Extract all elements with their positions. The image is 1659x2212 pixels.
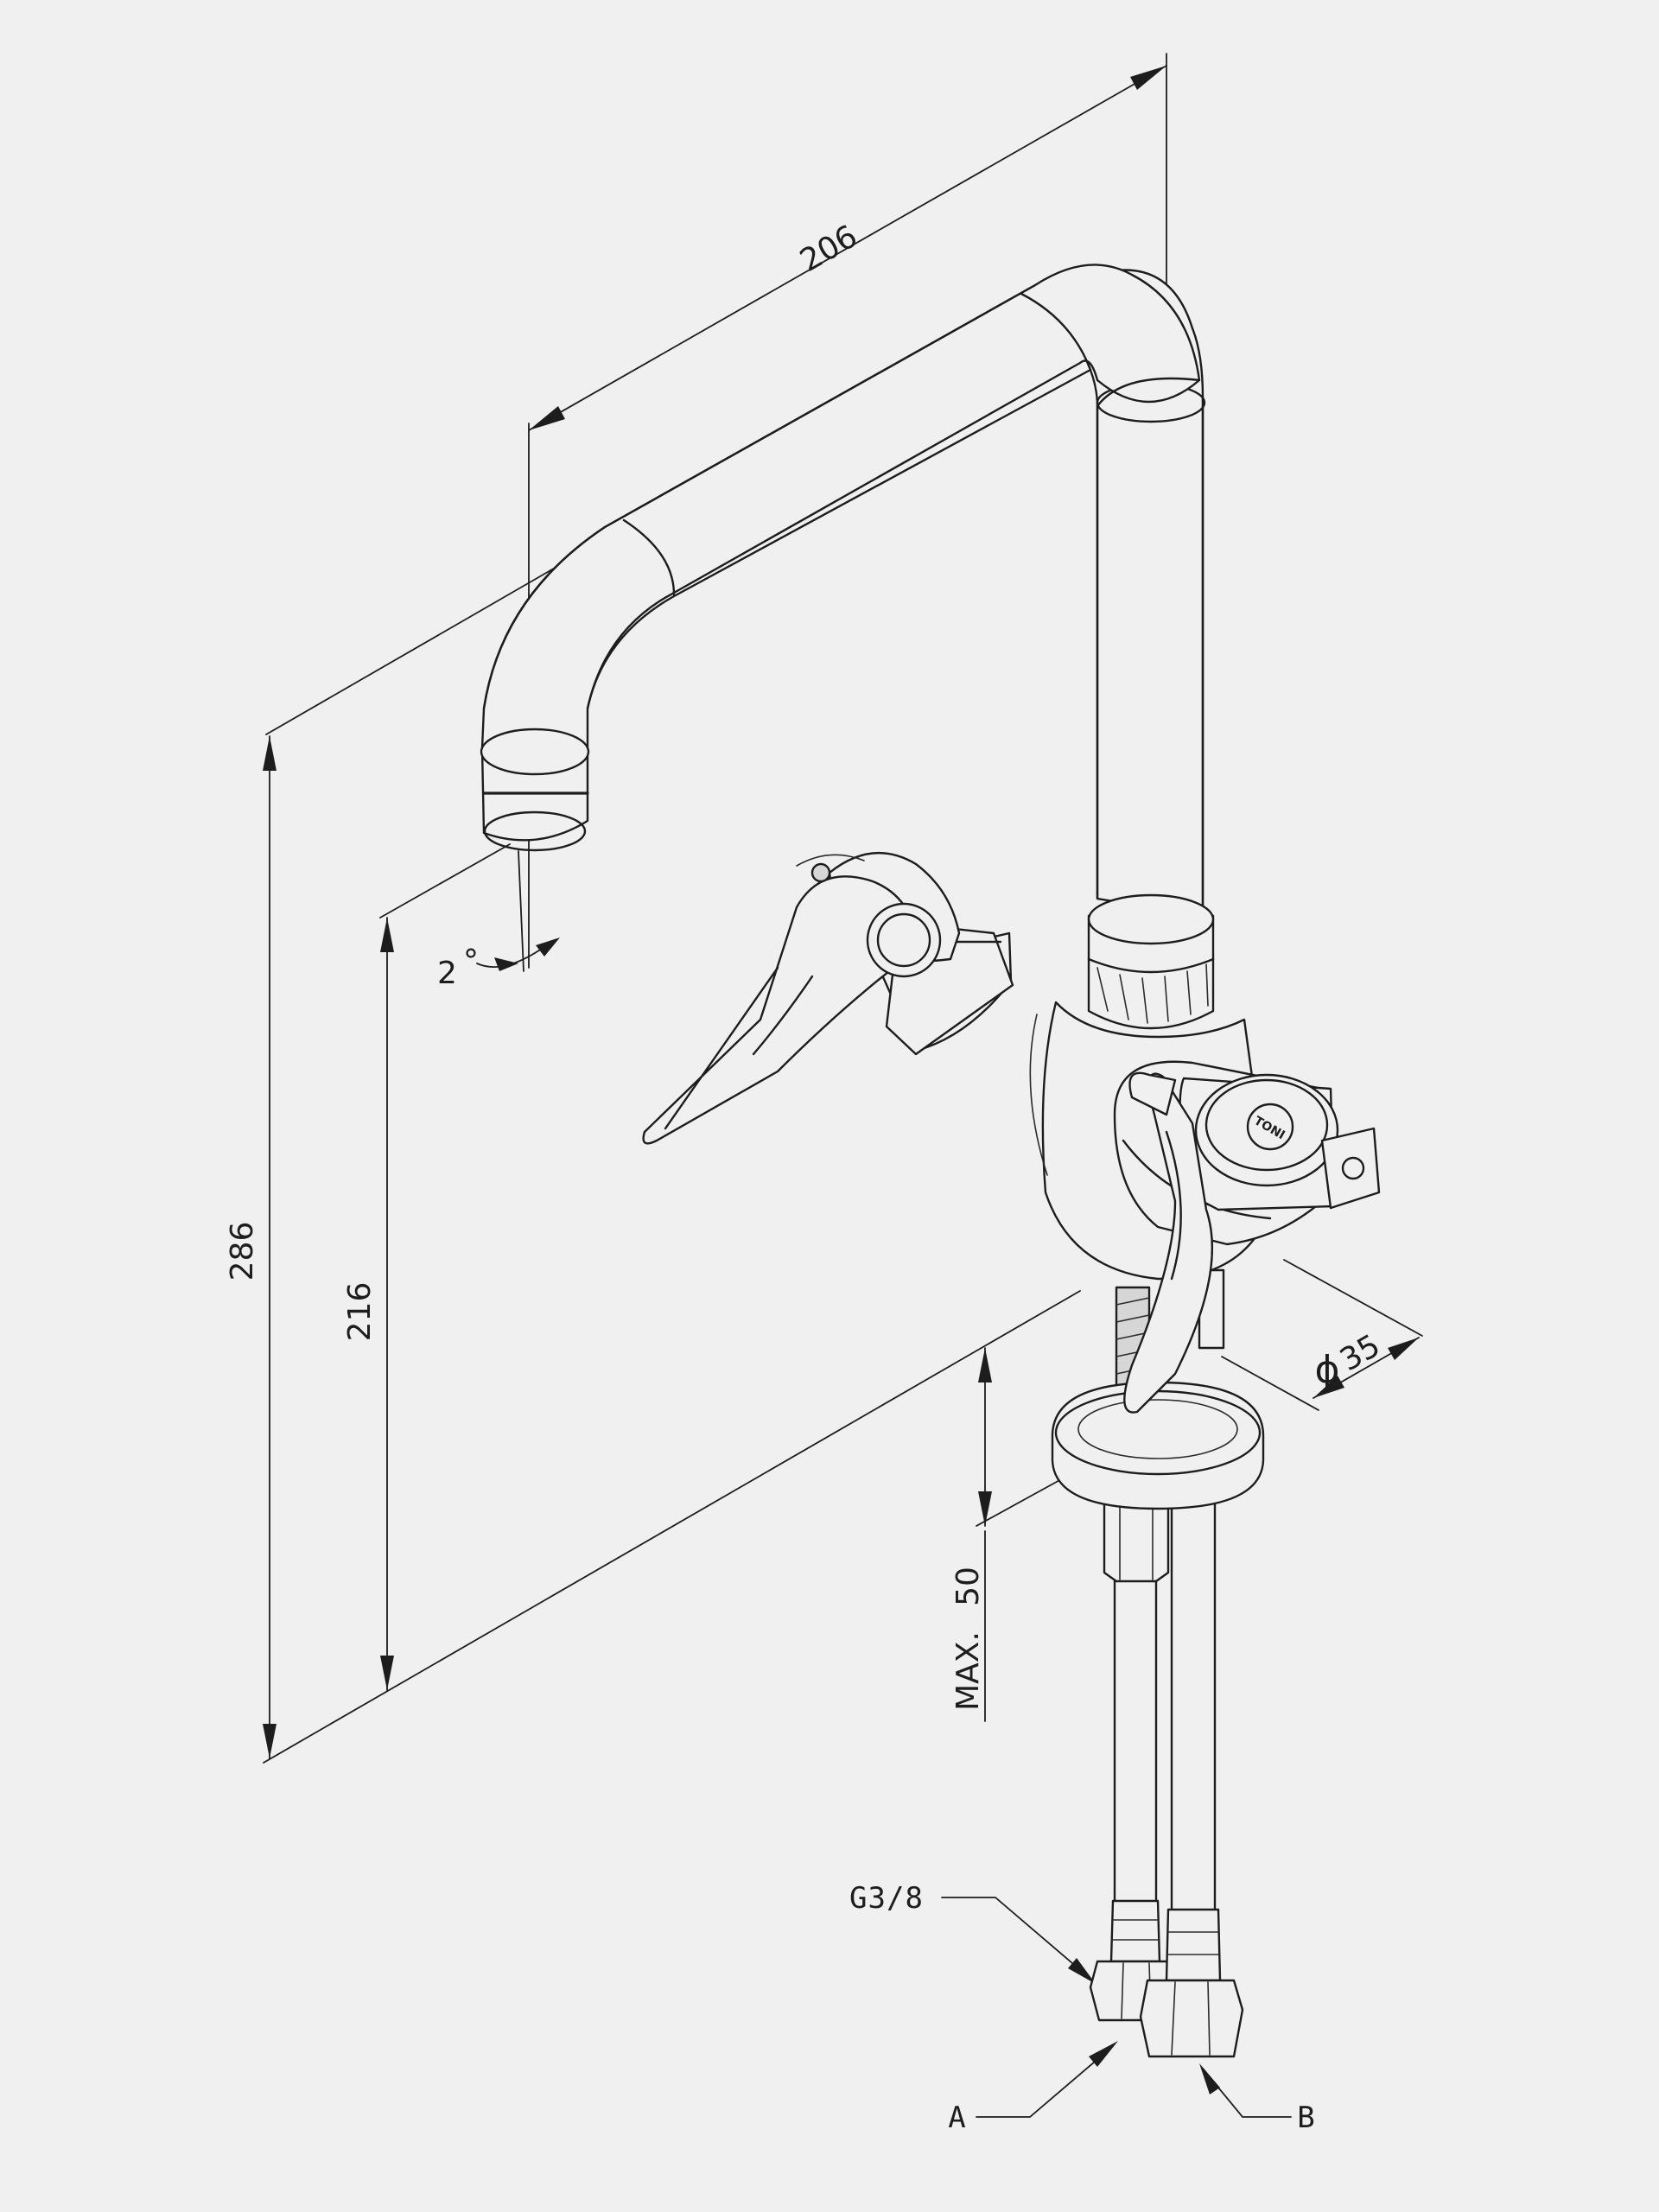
diameter-symbol: ϕ	[1314, 1348, 1339, 1392]
max-label: MAX.	[950, 1631, 986, 1711]
supply-hoses	[1089, 1467, 1244, 2058]
reach-dimension-label: 206	[794, 219, 863, 279]
dimension-lines	[263, 53, 1423, 2118]
spout	[480, 264, 1201, 852]
inlet-b-label: B	[1297, 2101, 1315, 2135]
angle-label: 2	[437, 956, 457, 991]
left-lever-handle[interactable]	[642, 851, 1014, 1145]
faucet-column	[1035, 269, 1206, 926]
max-value-label: 50	[950, 1567, 986, 1606]
right-valve-head[interactable]: TONI	[1113, 1060, 1381, 1414]
thread-size-label: G3/8	[849, 1881, 924, 1916]
spout-height-label: 216	[342, 1282, 378, 1342]
overall-height-label: 286	[225, 1222, 260, 1281]
diameter-label: 35	[1334, 1328, 1386, 1378]
mounting-shank	[1051, 1286, 1265, 1583]
column-collar	[1087, 893, 1215, 1030]
inlet-a-label: A	[948, 2101, 966, 2135]
angle-unit: °	[463, 944, 479, 979]
